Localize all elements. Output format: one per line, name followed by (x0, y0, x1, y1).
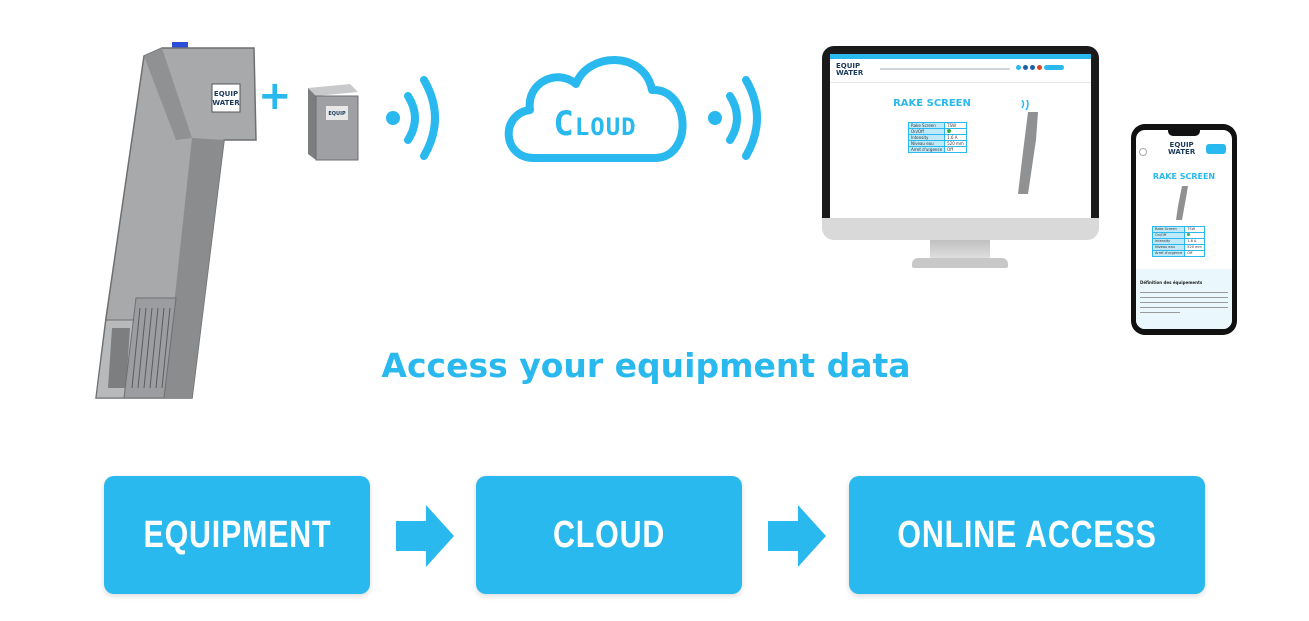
equipment-logo-line1: EQUIP (214, 90, 238, 98)
wireless-signal-icon (386, 76, 439, 160)
rake-screen-thumbnail (1176, 186, 1188, 220)
table-row: On/Off (1151, 232, 1205, 239)
flow-step-cloud: CLOUD (476, 476, 742, 594)
text-line (1140, 302, 1228, 303)
cloud-label: Cloud (553, 104, 637, 144)
menu-icon (1139, 148, 1147, 156)
social-icon (1037, 65, 1042, 70)
flow-step-label: ONLINE ACCESS (897, 513, 1157, 556)
wireless-signal-icon (708, 76, 761, 160)
plus-sign: + (258, 73, 292, 119)
monitor-chin (822, 218, 1099, 240)
site-nav-menu (880, 68, 1010, 70)
monitor-base (912, 258, 1008, 268)
svg-text:EQUIP: EQUIP (328, 111, 346, 117)
arrow-right-icon (396, 505, 454, 567)
flow-step-label: EQUIPMENT (143, 513, 331, 556)
rake-screen-thumbnail (1018, 100, 1038, 194)
site-logo: EQUIP WATER (1168, 141, 1196, 156)
social-icon (1023, 65, 1028, 70)
text-line (1140, 307, 1228, 308)
arrow-right-icon (768, 505, 826, 567)
rake-screen-equipment-image: EQUIP WATER (95, 42, 257, 399)
contact-button (1044, 65, 1064, 70)
site-top-bar (830, 54, 1091, 59)
iot-box-image: EQUIP (308, 84, 359, 161)
text-line (1140, 297, 1228, 298)
flow-step-equipment: EQUIPMENT (104, 476, 370, 594)
text-line (1140, 312, 1180, 313)
monitor-stand (930, 240, 990, 262)
phone-notch (1168, 130, 1200, 136)
status-indicator-icon (947, 129, 952, 133)
text-line (1140, 292, 1228, 293)
site-logo: EQUIP WATER (836, 62, 864, 77)
social-icon (1016, 65, 1021, 70)
status-indicator-icon (1187, 233, 1191, 236)
site-page-title: RAKE SCREEN (893, 98, 971, 109)
mobile-info-section (1136, 269, 1232, 329)
social-icon (1030, 65, 1035, 70)
equipment-logo-line2: WATER (212, 99, 240, 107)
mobile-section-heading: Définition des équipements (1140, 280, 1203, 285)
equipment-logo-plate (211, 83, 241, 113)
cloud-icon (504, 56, 687, 162)
headline: Access your equipment data (381, 346, 911, 385)
flow-step-online-access: ONLINE ACCESS (849, 476, 1205, 594)
site-navigation: EQUIP WATER (830, 54, 1091, 83)
flow-step-label: CLOUD (552, 513, 666, 556)
site-page-title: RAKE SCREEN (1152, 172, 1216, 181)
contact-button (1206, 144, 1226, 154)
